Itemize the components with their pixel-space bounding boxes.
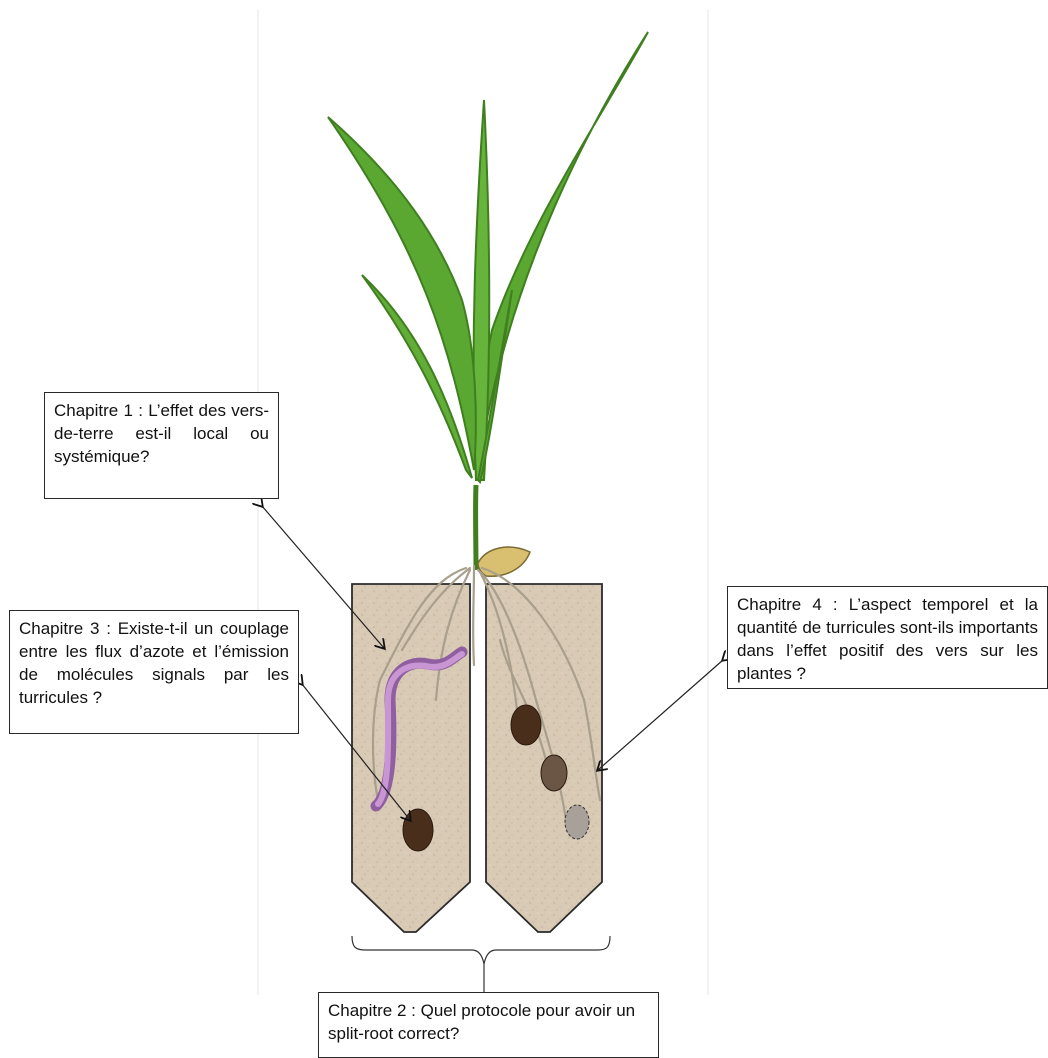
cast-right-2 xyxy=(541,755,567,791)
chapter1-text: Chapitre 1 : L’effet des vers-de-terre e… xyxy=(54,399,269,468)
plant xyxy=(328,32,648,576)
cast-right-3 xyxy=(565,805,589,839)
chapter3-text: Chapitre 3 : Existe-t-il un couplage ent… xyxy=(19,617,289,709)
brace xyxy=(352,936,610,964)
cast-right-1 xyxy=(511,705,541,745)
arrow-chapter4 xyxy=(598,660,723,770)
chapter4-box: Chapitre 4 : L’aspect temporel et la qua… xyxy=(727,586,1048,689)
chapter2-box: Chapitre 2 : Quel protocole pour avoir u… xyxy=(318,992,659,1058)
leaf-top-right xyxy=(478,32,648,470)
chapter1-box: Chapitre 1 : L’effet des vers-de-terre e… xyxy=(44,392,279,499)
cast-left xyxy=(403,809,433,851)
chapter4-text: Chapitre 4 : L’aspect temporel et la qua… xyxy=(737,593,1038,685)
chapter2-text: Chapitre 2 : Quel protocole pour avoir u… xyxy=(328,999,649,1045)
seed xyxy=(478,547,530,576)
leaf-top-left xyxy=(328,117,476,470)
chapter3-box: Chapitre 3 : Existe-t-il un couplage ent… xyxy=(9,610,299,734)
